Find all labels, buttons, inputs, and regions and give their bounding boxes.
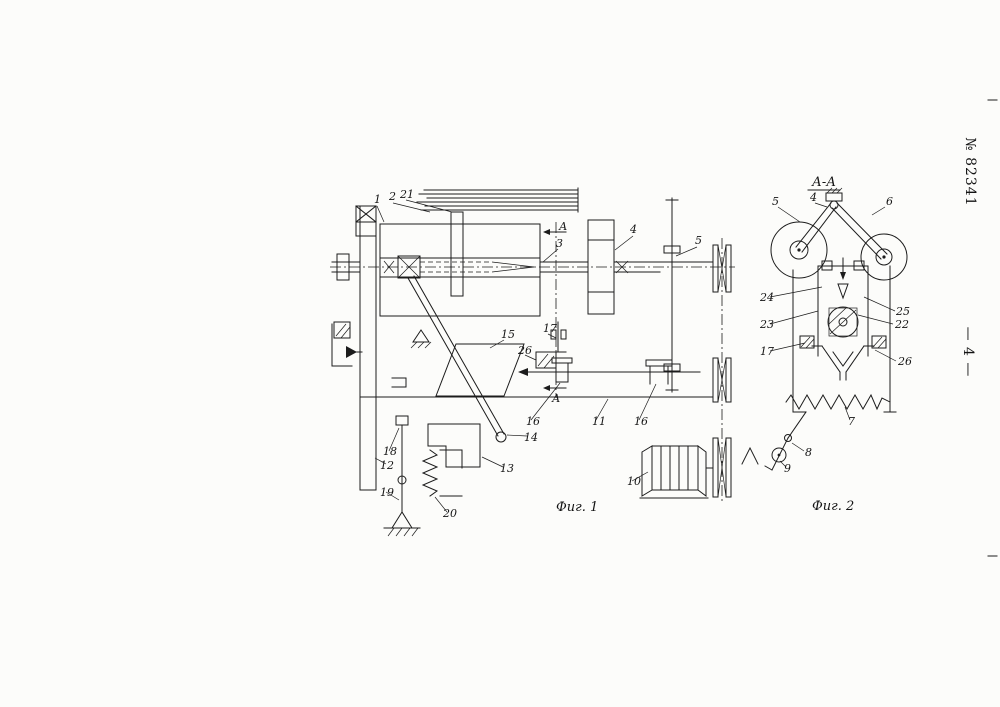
rod-11 — [518, 357, 701, 385]
fig2-pulleys — [770, 221, 908, 281]
part-label: 7 — [848, 415, 855, 428]
part-label: 13 — [500, 462, 514, 475]
bell-crank — [764, 411, 807, 471]
part-label: 6 — [886, 195, 893, 208]
part-label: 3 — [556, 237, 563, 250]
part-label: 18 — [383, 445, 397, 458]
fig2: А-А — [759, 175, 912, 514]
section-letter-top: А — [558, 220, 567, 233]
fig1: 1 2 21 3 4 5 15 17 26 16 14 11 16 13 18 … — [330, 187, 759, 537]
fig2-labels: 5 4 6 24 25 23 22 17 26 7 8 9 — [759, 191, 912, 475]
part-label: 16 — [634, 415, 648, 428]
motor — [639, 445, 714, 499]
fig2-rails — [792, 265, 897, 413]
crop-marks — [987, 99, 998, 557]
belt-pulleys — [712, 238, 732, 502]
part-label: 17 — [760, 345, 774, 358]
part-label: 11 — [592, 415, 606, 428]
part-label: 25 — [895, 305, 910, 318]
part-label: 4 — [629, 223, 637, 236]
fig1-labels: 1 2 21 3 4 5 15 17 26 16 14 11 16 13 18 … — [374, 188, 702, 520]
section-line — [543, 222, 567, 398]
scissor-links — [795, 202, 888, 260]
fig2-leaders — [769, 202, 897, 468]
part-label: 23 — [759, 318, 774, 331]
part-label: 4 — [809, 191, 817, 204]
patent-number: № 82341 — [962, 137, 978, 206]
part-label: 12 — [380, 459, 394, 472]
spring-20 — [421, 449, 463, 497]
wall-bracket — [331, 321, 363, 367]
part-label: 5 — [772, 195, 779, 208]
part-label: 5 — [695, 234, 702, 247]
gearbox-body — [379, 211, 541, 317]
part-label: 24 — [759, 291, 774, 304]
step-block — [427, 423, 481, 468]
inclined-lever — [407, 275, 507, 443]
slider-26 — [535, 351, 557, 369]
part-label: 8 — [805, 446, 812, 459]
fig1-leaders — [374, 199, 698, 513]
frame-column — [355, 205, 377, 491]
part-label: 22 — [894, 318, 909, 331]
part-label: 26 — [517, 344, 532, 357]
fig2-section-title: А-А — [811, 175, 836, 190]
output-shaft — [383, 219, 714, 315]
tension-v — [741, 447, 759, 465]
section-letter-bottom: А — [551, 392, 560, 405]
part-label: 2 — [388, 190, 396, 203]
part-label: 16 — [526, 415, 540, 428]
guide-parallelogram — [435, 343, 525, 397]
rail-notch — [391, 377, 407, 388]
part-label: 26 — [897, 355, 912, 368]
leaf-spring-pack — [416, 187, 579, 213]
part-label: 1 — [374, 193, 381, 206]
part-label: 17 — [543, 322, 557, 335]
spring-7 — [785, 393, 891, 411]
part-label: 15 — [501, 328, 515, 341]
part-label: 9 — [784, 462, 791, 475]
page-number: — 4 — — [960, 327, 976, 378]
fig2-caption: Фиг. 2 — [812, 499, 854, 514]
part-label: 14 — [524, 431, 538, 444]
fig1-caption: Фиг. 1 — [556, 500, 598, 515]
push-rod — [383, 415, 421, 537]
part-label: 21 — [399, 188, 414, 201]
